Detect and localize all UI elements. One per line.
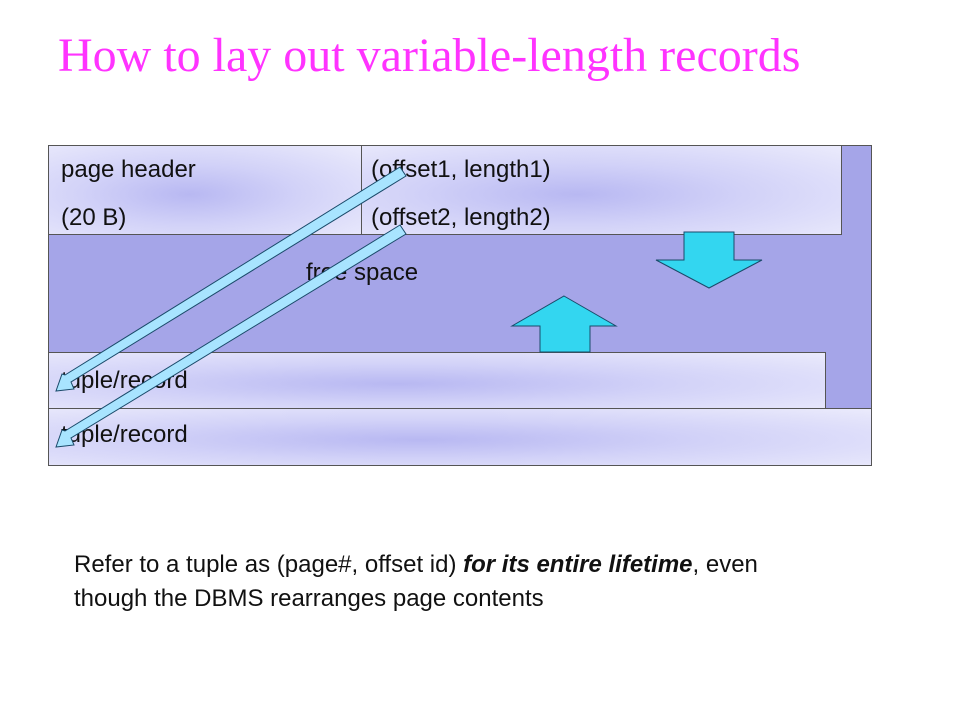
tuple-record-box-2: tuple/record (48, 408, 872, 466)
pointer-arrow-1-icon (55, 166, 407, 392)
pointer-arrow-2-icon (55, 224, 407, 448)
explanation-note: Refer to a tuple as (page#, offset id) f… (74, 548, 814, 616)
note-text-2: , even though the DBMS rearranges page c… (74, 551, 758, 612)
page-header-box: page header (20 B) (48, 145, 362, 235)
note-text-1: Refer to a tuple as (page#, offset id) (74, 551, 464, 578)
down-arrow-icon (655, 231, 763, 289)
up-arrow-icon (510, 295, 618, 353)
slide-title: How to lay out variable-length records (58, 29, 801, 82)
page-header-size: (20 B) (61, 204, 127, 231)
page-header-label: page header (61, 156, 196, 183)
note-emphasis: for its entire lifetime (463, 551, 693, 578)
